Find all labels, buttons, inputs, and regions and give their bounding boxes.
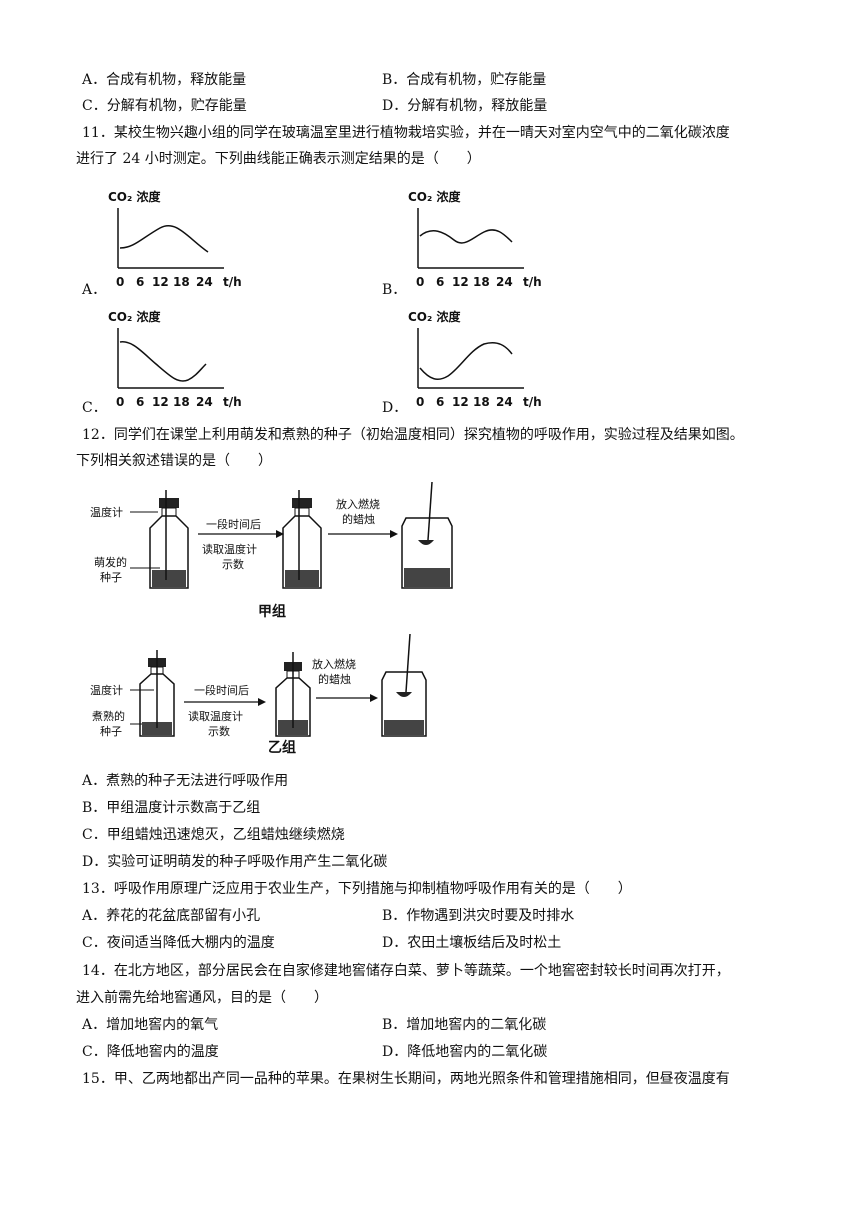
bottle-icon xyxy=(149,490,189,589)
label-read-1: 读取温度计 xyxy=(202,542,257,556)
jar-with-candle-icon xyxy=(401,481,453,589)
label-candle-1: 放入燃烧 xyxy=(312,657,356,671)
q13-option-b: B．作物遇到洪灾时要及时排水 xyxy=(382,908,575,924)
q11-letter-b: B． xyxy=(382,282,407,298)
graph-c-tick: 24 xyxy=(196,395,213,409)
graph-d-tick: 12 xyxy=(452,395,469,409)
graph-c-tick: 18 xyxy=(173,395,190,409)
label-candle-1: 放入燃烧 xyxy=(336,497,380,511)
q14-stem-line2: 进入前需先给地窖通风，目的是（ ） xyxy=(76,990,328,1006)
graph-d-tick: 24 xyxy=(496,395,513,409)
graph-b-xlabel: t/h xyxy=(523,275,542,289)
q14-stem-line1: 14．在北方地区，部分居民会在自家修建地窖储存白菜、萝卜等蔬菜。一个地窖密封较长… xyxy=(82,963,730,979)
q13-option-c: C．夜间适当降低大棚内的温度 xyxy=(82,935,275,951)
graph-a-tick: 12 xyxy=(152,275,169,289)
arrow-icon xyxy=(276,530,284,538)
q14-option-c: C．降低地窖内的温度 xyxy=(82,1044,219,1060)
graph-c-tick: 12 xyxy=(152,395,169,409)
q12-option-d: D．实验可证明萌发的种子呼吸作用产生二氧化碳 xyxy=(82,854,388,870)
q12-option-a: A．煮熟的种子无法进行呼吸作用 xyxy=(82,773,289,789)
q11-graph-b: CO₂ 浓度 0 6 12 18 24 t/h xyxy=(404,186,554,296)
q10-option-b: B．合成有机物，贮存能量 xyxy=(382,72,547,88)
label-read-2: 示数 xyxy=(208,725,230,738)
graph-c-tick: 0 xyxy=(116,395,124,409)
q13-option-d: D．农田土壤板结后及时松土 xyxy=(382,935,562,951)
label-group-yi: 乙组 xyxy=(268,739,296,756)
label-seed-1: 萌发的 xyxy=(94,555,127,569)
q11-letter-d: D． xyxy=(382,400,408,416)
label-candle-2: 的蜡烛 xyxy=(342,512,375,526)
q12-figure-jia: 温度计 萌发的 种子 一段时间后 读取温度计 示数 xyxy=(80,478,460,628)
graph-c-tick: 6 xyxy=(136,395,144,409)
graph-b-curve xyxy=(419,229,513,244)
q11-graph-a: CO₂ 浓度 0 6 12 18 24 t/h xyxy=(104,186,254,296)
label-read-1: 读取温度计 xyxy=(188,709,243,723)
graph-a-tick: 0 xyxy=(116,275,124,289)
q11-stem-line1: 11．某校生物兴趣小组的同学在玻璃温室里进行植物栽培实验，并在一晴天对室内空气中… xyxy=(82,125,730,141)
q13-option-a: A．养花的花盆底部留有小孔 xyxy=(82,908,261,924)
q13-stem: 13．呼吸作用原理广泛应用于农业生产，下列措施与抑制植物呼吸作用有关的是（ ） xyxy=(82,881,632,897)
graph-d-tick: 18 xyxy=(473,395,490,409)
q14-option-d: D．降低地窖内的二氧化碳 xyxy=(382,1044,548,1060)
label-group-jia: 甲组 xyxy=(258,603,286,620)
graph-d-tick: 0 xyxy=(416,395,424,409)
q11-graph-c: CO₂ 浓度 0 6 12 18 24 t/h xyxy=(104,306,254,416)
q12-option-b: B．甲组温度计示数高于乙组 xyxy=(82,800,261,816)
graph-a-xlabel: t/h xyxy=(223,275,242,289)
q10-option-c: C．分解有机物，贮存能量 xyxy=(82,98,247,114)
graph-b-tick: 0 xyxy=(416,275,424,289)
label-thermometer: 温度计 xyxy=(90,505,123,519)
graph-a-tick: 6 xyxy=(136,275,144,289)
graph-b-tick: 24 xyxy=(496,275,513,289)
label-cooked-seed-1: 煮熟的 xyxy=(92,709,125,723)
q11-letter-a: A． xyxy=(82,282,107,298)
graph-b-tick: 18 xyxy=(473,275,490,289)
graph-c-ylabel: CO₂ 浓度 xyxy=(108,309,161,324)
label-after-time: 一段时间后 xyxy=(206,517,261,531)
q10-option-d: D．分解有机物，释放能量 xyxy=(382,98,548,114)
q14-option-b: B．增加地窖内的二氧化碳 xyxy=(382,1017,547,1033)
graph-a-ylabel: CO₂ 浓度 xyxy=(108,189,161,204)
bottle-icon xyxy=(275,652,311,737)
bottle-icon xyxy=(282,490,322,589)
label-read-2: 示数 xyxy=(222,558,244,571)
q11-letter-c: C． xyxy=(82,400,107,416)
q14-option-a: A．增加地窖内的氧气 xyxy=(82,1017,219,1033)
jar-with-candle-icon xyxy=(381,633,427,737)
graph-b-tick: 12 xyxy=(452,275,469,289)
q10-option-a: A．合成有机物，释放能量 xyxy=(82,72,247,88)
graph-a-tick: 24 xyxy=(196,275,213,289)
arrow-icon xyxy=(390,530,398,538)
graph-c-curve xyxy=(119,341,207,382)
graph-a-tick: 18 xyxy=(173,275,190,289)
q11-stem-line2: 进行了 24 小时测定。下列曲线能正确表示测定结果的是（ ） xyxy=(76,151,481,167)
arrow-icon xyxy=(258,698,266,706)
bottle-icon xyxy=(139,650,175,737)
q15-stem-line1: 15．甲、乙两地都出产同一品种的苹果。在果树生长期间，两地光照条件和管理措施相同… xyxy=(82,1071,730,1087)
label-after-time: 一段时间后 xyxy=(194,683,249,697)
graph-d-xlabel: t/h xyxy=(523,395,542,409)
label-candle-2: 的蜡烛 xyxy=(318,672,351,686)
graph-d-ylabel: CO₂ 浓度 xyxy=(408,309,461,324)
graph-b-tick: 6 xyxy=(436,275,444,289)
graph-c-xlabel: t/h xyxy=(223,395,242,409)
q12-figure-yi: 温度计 煮熟的 种子 一段时间后 读取温度计 示数 xyxy=(80,632,460,762)
graph-d-curve xyxy=(419,342,513,381)
graph-b-ylabel: CO₂ 浓度 xyxy=(408,189,461,204)
graph-a-curve xyxy=(119,225,209,253)
label-seed-2: 种子 xyxy=(100,570,122,584)
q12-stem-line2: 下列相关叙述错误的是（ ） xyxy=(76,453,272,469)
arrow-icon xyxy=(370,694,378,702)
q11-graph-d: CO₂ 浓度 0 6 12 18 24 t/h xyxy=(404,306,554,416)
label-thermometer: 温度计 xyxy=(90,683,123,697)
graph-d-tick: 6 xyxy=(436,395,444,409)
label-cooked-seed-2: 种子 xyxy=(100,724,122,738)
q12-stem-line1: 12．同学们在课堂上利用萌发和煮熟的种子（初始温度相同）探究植物的呼吸作用，实验… xyxy=(82,427,744,443)
q12-option-c: C．甲组蜡烛迅速熄灭，乙组蜡烛继续燃烧 xyxy=(82,827,345,843)
